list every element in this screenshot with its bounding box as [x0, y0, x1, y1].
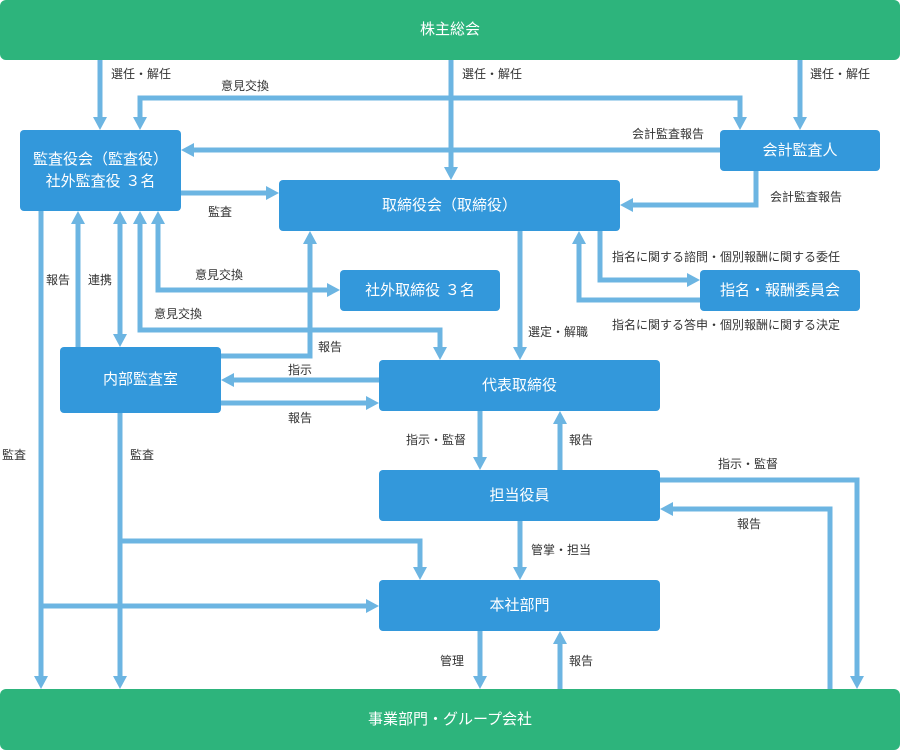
arrow-instruct-internal [221, 373, 379, 387]
arrow-audit-board-head-office [41, 599, 379, 613]
label-elect-dismiss-3: 選任・解任 [810, 67, 871, 81]
head-office-box: 本社部門 [379, 580, 660, 631]
label-audit-1: 監査 [208, 205, 233, 219]
arrow-internal-report-representative [221, 396, 379, 410]
arrow-audit-board-business [34, 211, 48, 689]
arrow-opinion-exchange-audit-accounting [133, 95, 747, 130]
arrow-elect-audit-board [93, 60, 107, 130]
arrow-head-office-manage [473, 631, 487, 689]
label-manage: 管理 [440, 654, 465, 668]
nomination-committee-box: 指名・報酬委員会 [700, 270, 860, 311]
arrow-officer-report [553, 411, 567, 470]
arrow-business-report-officer [660, 502, 833, 689]
label-report-6: 報告 [569, 654, 594, 668]
arrow-officer-manage-head-office [513, 521, 527, 580]
board-of-directors-box: 取締役会（取締役） [279, 180, 620, 231]
label-report-5: 報告 [737, 517, 762, 531]
accounting-auditor-box: 会計監査人 [720, 130, 880, 171]
arrow-business-report-head-office [553, 631, 567, 689]
arrow-internal-report-board [221, 231, 317, 359]
label-report-3: 報告 [288, 411, 313, 425]
arrow-acc-report-to-board [620, 171, 759, 212]
representative-director-box: 代表取締役 [379, 360, 660, 411]
internal-audit-box: 内部監査室 [60, 347, 221, 413]
label-elect-dismiss-2: 選任・解任 [462, 67, 523, 81]
audit-board-title: 監査役会（監査役） [32, 149, 168, 168]
label-accounting-audit-report-2: 会計監査報告 [770, 190, 843, 204]
arrow-internal-report-audit-board [71, 211, 85, 347]
label-appoint-dismiss: 選定・解職 [528, 325, 589, 339]
arrow-acc-report-to-audit-board [181, 143, 720, 157]
arrow-appoint-representative [513, 231, 527, 360]
outside-directors-box: 社外取締役 ３名 [340, 270, 500, 311]
arrow-answer-nomination [572, 231, 700, 303]
label-audit-2: 監査 [2, 448, 27, 462]
label-opinion-exchange-2: 意見交換 [195, 268, 244, 282]
arrow-elect-accounting-auditor [793, 60, 807, 130]
label-accounting-audit-report-1: 会計監査報告 [632, 127, 705, 141]
label-elect-dismiss-1: 選任・解任 [111, 67, 172, 81]
shareholders-meeting-box: 株主総会 [0, 0, 900, 60]
audit-board-box: 監査役会（監査役） 社外監査役 ３名 [20, 130, 181, 211]
arrow-audit-to-board [181, 186, 279, 200]
label-nomination-consultation: 指名に関する諮問・個別報酬に関する委任 [612, 250, 841, 264]
arrow-internal-audit-head-office [120, 538, 427, 580]
label-manage-charge: 管掌・担当 [531, 543, 592, 557]
arrow-opinion-exchange-representative [133, 211, 447, 360]
label-audit-3: 監査 [130, 448, 155, 462]
label-instruct-supervise-2: 指示・監督 [718, 457, 779, 471]
audit-board-subtitle: 社外監査役 ３名 [45, 171, 156, 190]
label-report-1: 報告 [46, 273, 71, 287]
arrow-opinion-exchange-outside-directors [151, 211, 340, 297]
arrow-cooperation [113, 211, 127, 347]
label-report-4: 報告 [569, 433, 594, 447]
label-instruct-1: 指示 [288, 363, 313, 377]
arrow-consult-nomination [597, 231, 700, 287]
label-opinion-exchange-3: 意見交換 [154, 307, 203, 321]
label-report-2: 報告 [318, 340, 343, 354]
business-units-box: 事業部門・グループ会社 [0, 689, 900, 750]
label-nomination-answer: 指名に関する答申・個別報酬に関する決定 [612, 318, 841, 332]
label-cooperation: 連携 [88, 273, 113, 287]
arrow-instruct-officer [473, 411, 487, 470]
arrow-officer-instruct-business [660, 477, 864, 689]
label-instruct-supervise-1: 指示・監督 [406, 433, 467, 447]
officer-in-charge-box: 担当役員 [379, 470, 660, 521]
arrow-elect-board [444, 60, 458, 180]
label-opinion-exchange-1: 意見交換 [221, 79, 270, 93]
arrow-internal-audit-business [113, 413, 127, 689]
